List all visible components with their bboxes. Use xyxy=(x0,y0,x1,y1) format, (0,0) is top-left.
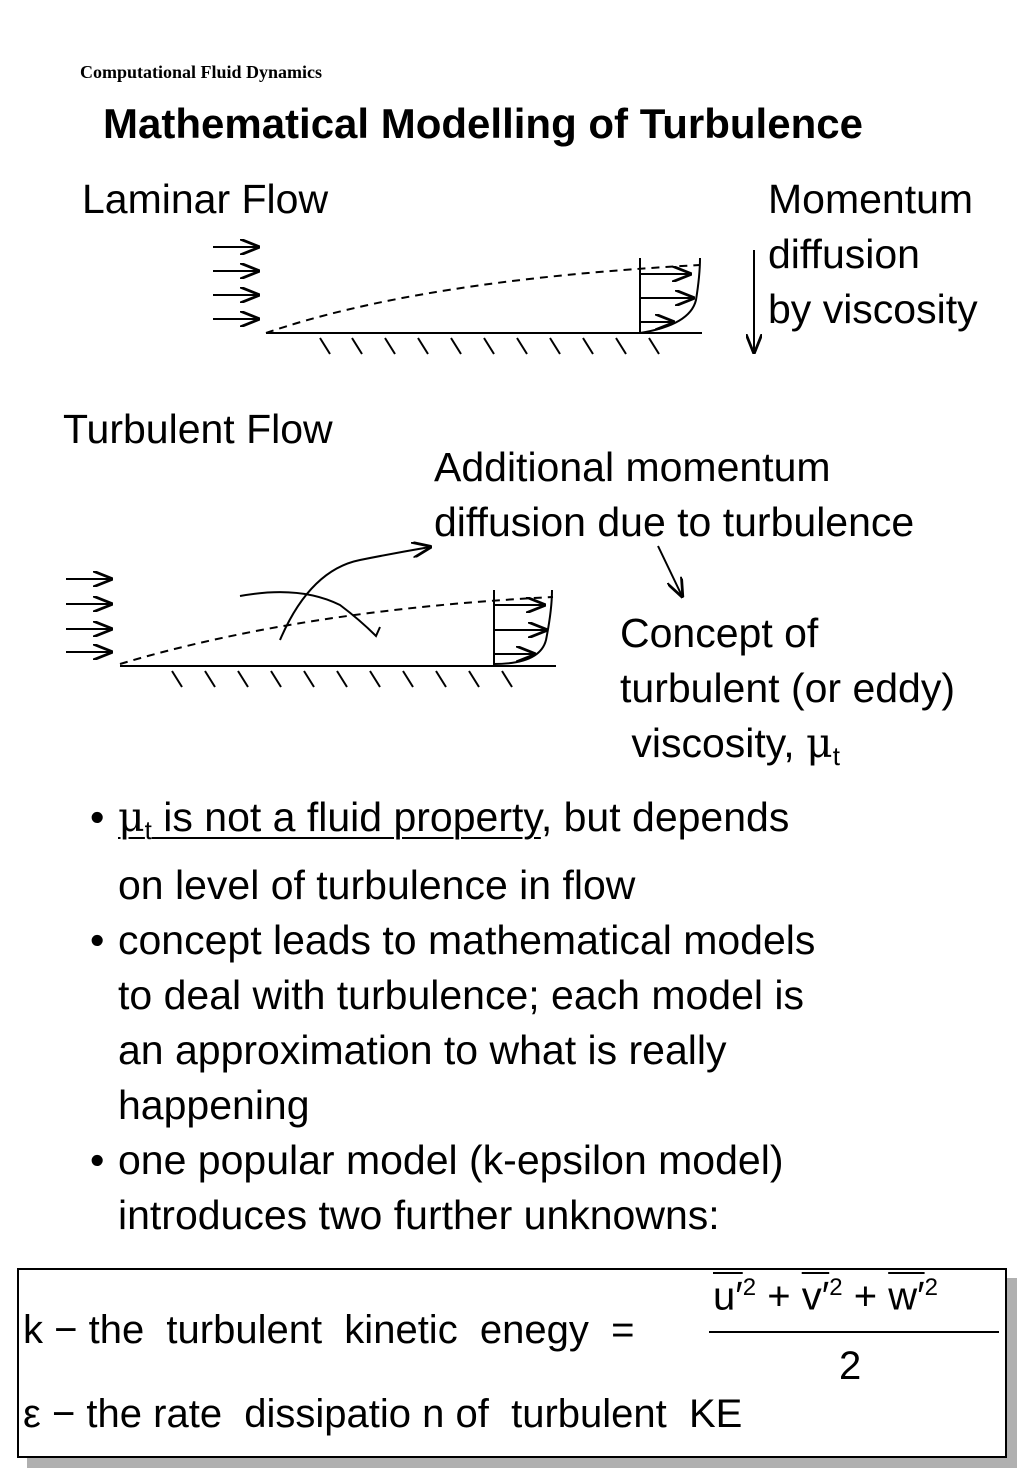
bullet-text: concept leads to mathematical models xyxy=(118,917,816,963)
w-prime: w′ xyxy=(888,1274,925,1319)
mu-subscript: t xyxy=(144,815,152,845)
bullet-marker: • xyxy=(90,1137,105,1183)
bullet-item: • one popular model (k-epsilon model) in… xyxy=(90,1133,910,1243)
momentum-diffusion-note: Momentum diffusion by viscosity xyxy=(768,172,978,337)
plus-sign: + xyxy=(767,1274,791,1319)
note-line: Momentum xyxy=(768,176,974,222)
k-definition: k − the turbulent kinetic enegy = xyxy=(23,1308,635,1352)
v-prime: v′ xyxy=(801,1274,830,1319)
exponent: 2 xyxy=(924,1274,938,1301)
course-header: Computational Fluid Dynamics xyxy=(80,62,323,82)
note-line: by viscosity xyxy=(768,286,978,332)
plus-sign: + xyxy=(853,1274,878,1319)
fraction-bar xyxy=(709,1331,999,1333)
underlined-text: is not a fluid property xyxy=(151,794,541,840)
additional-diffusion-note: Additional momentum diffusion due to tur… xyxy=(434,440,914,550)
note-line: diffusion xyxy=(768,231,920,277)
bullet-list: • μt is not a fluid property, but depend… xyxy=(90,790,910,1243)
bullet-marker: • xyxy=(90,794,105,840)
exponent: 2 xyxy=(829,1274,843,1301)
u-prime: u′ xyxy=(713,1274,743,1319)
fraction-denominator: 2 xyxy=(839,1344,862,1388)
eddy-viscosity-concept: Concept of turbulent (or eddy) viscosity… xyxy=(620,606,955,784)
mu-subscript: t xyxy=(832,741,840,771)
bullet-text: one popular model (k-epsilon model) xyxy=(118,1137,784,1183)
bullet-text: on level of turbulence in flow xyxy=(118,862,636,908)
bullet-text: happening xyxy=(118,1082,310,1128)
note-line-mu: viscosity, μt xyxy=(620,716,955,784)
exponent: 2 xyxy=(742,1274,757,1301)
mu-symbol: μt xyxy=(806,719,840,771)
velocity-profile xyxy=(493,589,553,665)
mu-glyph: μ xyxy=(806,719,833,767)
bullet-item: • μt is not a fluid property, but depend… xyxy=(90,790,910,913)
bullet-text: introduces two further unknowns: xyxy=(118,1192,720,1238)
note-line: Additional momentum xyxy=(434,444,831,490)
mu-symbol: μt xyxy=(118,793,152,845)
note-line: diffusion due to turbulence xyxy=(434,499,915,545)
mu-glyph: μ xyxy=(118,793,145,841)
eddy-path xyxy=(239,591,381,638)
bullet-text: to deal with turbulence; each model is xyxy=(118,972,805,1018)
laminar-diagram xyxy=(213,247,754,355)
boundary-layer-edge xyxy=(265,264,701,334)
equation-box: k − the turbulent kinetic enegy = u′2 + … xyxy=(17,1268,1007,1458)
turbulent-diagram xyxy=(66,545,682,688)
boundary-layer-edge xyxy=(119,596,554,665)
wall-hatch xyxy=(171,670,513,688)
pointer-arrow xyxy=(657,545,682,596)
underlined-phrase: μt is not a fluid property xyxy=(118,793,541,845)
fraction-numerator: u′2 + v′2 + w′2 xyxy=(713,1274,938,1319)
note-line: Concept of xyxy=(620,610,819,656)
note-text: viscosity, xyxy=(620,720,807,766)
bullet-text: an approximation to what is really xyxy=(118,1027,727,1073)
eddy-path xyxy=(279,547,430,641)
bullet-text: , but depends xyxy=(540,794,790,840)
bullet-marker: • xyxy=(90,917,105,963)
wall-hatch xyxy=(319,337,660,355)
bullet-item: • concept leads to mathematical models t… xyxy=(90,913,910,1133)
epsilon-definition: ε − the rate dissipatio n of turbulent K… xyxy=(23,1392,743,1436)
laminar-flow-label: Laminar Flow xyxy=(82,176,329,222)
note-line: turbulent (or eddy) xyxy=(620,665,956,711)
turbulent-flow-label: Turbulent Flow xyxy=(63,406,333,452)
slide-title: Mathematical Modelling of Turbulence xyxy=(103,100,863,147)
